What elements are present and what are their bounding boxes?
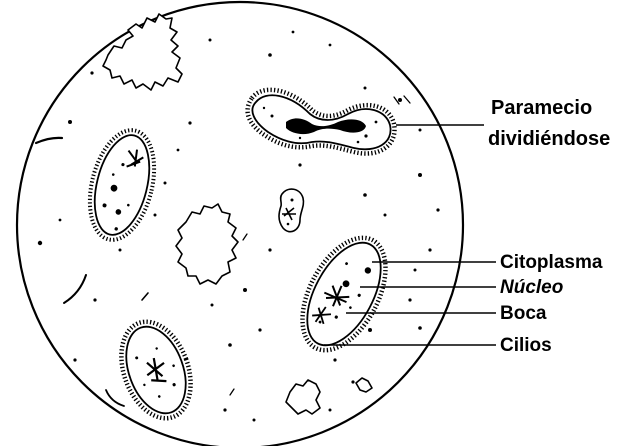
label-citoplasma: Citoplasma xyxy=(500,252,603,273)
paramecium-small xyxy=(279,189,303,232)
label-cilios: Cilios xyxy=(500,335,552,356)
label-boca: Boca xyxy=(500,303,547,324)
label-dividiendose: dividiéndose xyxy=(488,128,610,150)
label-paramecio: Paramecio xyxy=(491,97,592,119)
field-of-view-circle xyxy=(17,2,463,446)
label-nucleo: Núcleo xyxy=(500,277,563,298)
